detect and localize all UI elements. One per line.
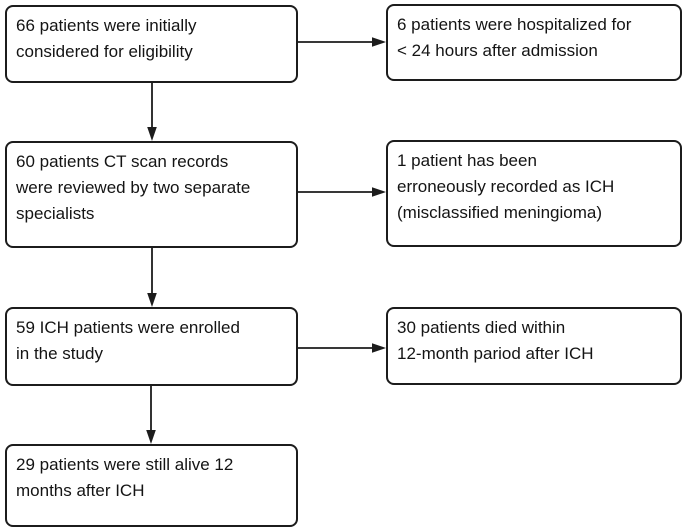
box-text-line: 60 patients CT scan records [16, 152, 229, 171]
arrow-ct-review-to-misclassified [297, 187, 386, 197]
box-enrolled-in-study: 59 ICH patients were enrolled in the stu… [5, 307, 298, 386]
box-text-line: (misclassified meningioma) [397, 203, 603, 222]
arrow-eligibility-to-hospitalized [297, 37, 386, 47]
box-died-within-12-months: 30 patients died within 12-month pariod … [386, 307, 682, 385]
box-text-line: 59 ICH patients were enrolled [16, 318, 240, 337]
arrow-enrolled-to-alive [146, 386, 156, 444]
box-text-line: 1 patient has been [397, 151, 537, 170]
box-text-line: 29 patients were still alive 12 [16, 455, 234, 474]
box-ct-scan-review: 60 patients CT scan records were reviewe… [5, 141, 298, 248]
box-text-line: 66 patients were initially [16, 16, 197, 35]
box-text-line: 30 patients died within [397, 318, 566, 337]
arrow-eligibility-to-ct-review [147, 83, 157, 141]
box-hospitalized-lt-24h: 6 patients were hospitalized for < 24 ho… [386, 4, 682, 81]
box-text-line: considered for eligibility [16, 42, 193, 61]
box-text-line: erroneously recorded as ICH [397, 177, 615, 196]
box-text-line: were reviewed by two separate [16, 178, 251, 197]
box-text-line: in the study [16, 344, 103, 363]
box-text-line: 12-month pariod after ICH [397, 344, 594, 363]
box-text-line: < 24 hours after admission [397, 41, 598, 60]
box-text-line: 6 patients were hospitalized for [397, 15, 632, 34]
arrow-ct-review-to-enrolled [147, 248, 157, 307]
box-text-line: specialists [16, 204, 95, 223]
box-alive-after-12-months: 29 patients were still alive 12 months a… [5, 444, 298, 527]
box-text-line: months after ICH [16, 481, 145, 500]
arrow-enrolled-to-died [297, 343, 386, 353]
box-misclassified-meningioma: 1 patient has been erroneously recorded … [386, 140, 682, 247]
box-initially-considered: 66 patients were initially considered fo… [5, 5, 298, 83]
